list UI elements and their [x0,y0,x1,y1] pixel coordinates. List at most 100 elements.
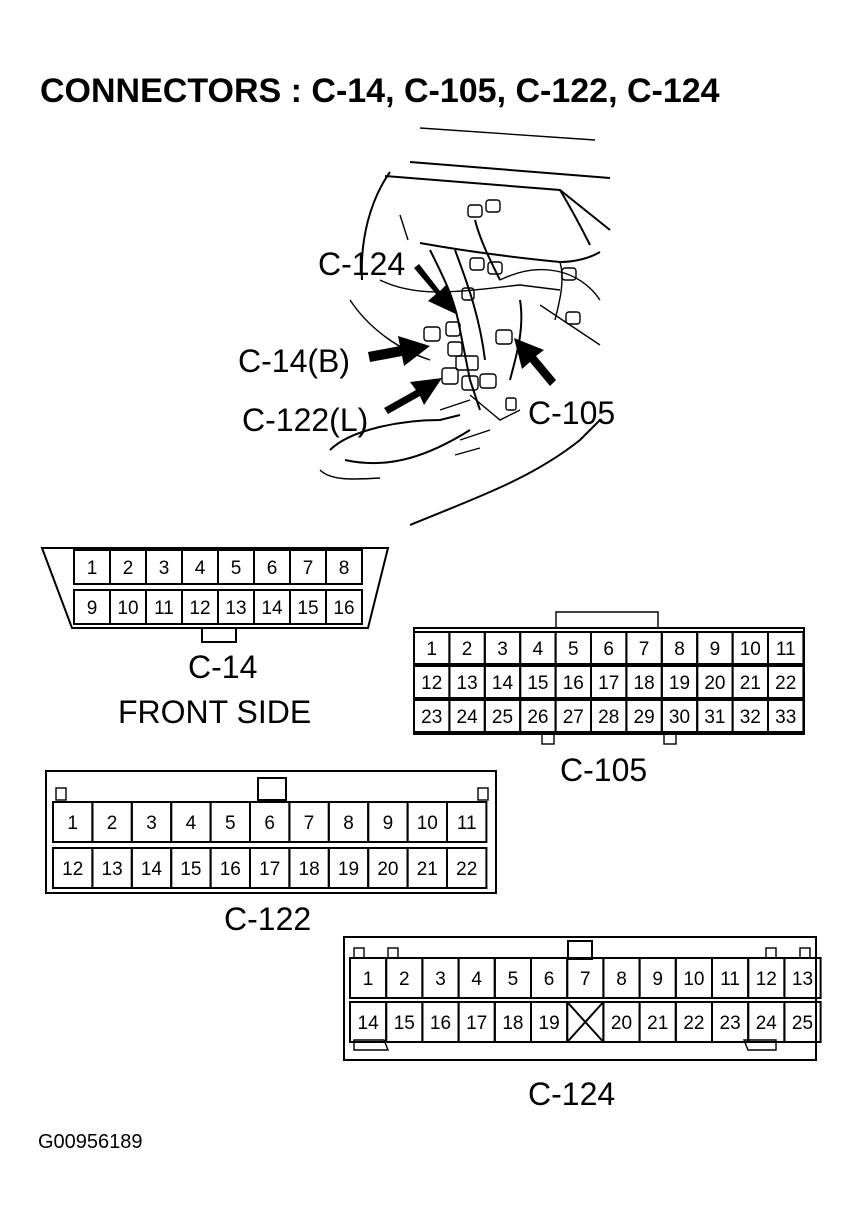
c124-pin-cell: 18 [493,1001,532,1043]
arrow-c122 [384,378,442,414]
c14-pin-cell: 9 [73,589,111,625]
c14-pin-label: 14 [261,598,283,619]
c105-pin-cell: 25 [483,699,522,733]
c124-pin-cell: 15 [385,1001,424,1043]
c122-pin-label: 11 [457,813,477,834]
c124-pin-label: 14 [358,1013,380,1034]
c124-pin-cell: 13 [783,957,822,999]
c105-pin-label: 30 [669,707,690,728]
c124-pin-label: 2 [399,969,410,990]
c124-pin-cell: 9 [638,957,677,999]
c122-pin-cell: 19 [327,847,370,889]
c105-pin-cell: 5 [554,631,592,665]
c122-pin-label: 7 [304,813,315,834]
c122-pin-label: 4 [186,813,197,834]
c14-pin-label: 11 [154,598,174,619]
c105-pin-cell: 21 [731,665,769,699]
c14-subtitle: FRONT SIDE [118,694,311,730]
c105-pin-cell: 32 [731,699,769,733]
figure-id: G00956189 [38,1131,143,1153]
c105-pin-label: 23 [421,707,442,728]
c124-pin-cell: 3 [421,957,460,999]
c105-pin-cell: 9 [696,631,734,665]
c105-pin-cell: 23 [413,699,451,733]
c14-pin-cell: 11 [145,589,183,625]
c122-pin-cell: 10 [406,801,449,843]
c105-pin-label: 24 [457,707,479,728]
c105-pin-label: 31 [704,707,725,728]
c122-pin-cell: 4 [170,801,212,843]
c14-pin-cell: 10 [109,589,147,625]
c105-pin-cell: 17 [590,665,628,699]
c124-pin-cell: 11 [711,957,750,999]
c105-pin-cell: 3 [483,631,522,665]
c124-pin-cell: 10 [674,957,713,999]
c105-pin-cell: 31 [696,699,734,733]
c14-pin-cell: 8 [325,549,363,585]
c14-pin-cell: 12 [181,589,219,625]
c105-pin-label: 14 [492,673,514,694]
c14-pin-cell: 2 [109,549,147,585]
c14-pin-cell: 13 [217,589,255,625]
c124-pin-label: 25 [792,1013,813,1034]
c14-pin-label: 13 [225,598,246,619]
c14-pin-label: 10 [117,598,138,619]
c122-pin-label: 6 [264,813,275,834]
c14-name: C-14 [188,649,257,685]
c105-pin-label: 13 [457,673,478,694]
c105-pin-label: 6 [603,639,614,660]
c124-pin-label: 22 [683,1013,704,1034]
c124-pin-label: 7 [580,969,591,990]
c122-pin-cell: 7 [288,801,330,843]
c122-pin-label: 14 [141,859,163,880]
c122-pin-label: 3 [146,813,157,834]
c105-pin-cell: 18 [625,665,663,699]
c122-pin-label: 18 [299,859,320,880]
c105-pin-cell: 12 [413,665,451,699]
c122-pin-cell: 14 [130,847,173,889]
c122-pin-label: 12 [62,859,83,880]
c124-blank-pin [566,1001,605,1043]
c122-pin-cell: 13 [91,847,133,889]
c122-pin-label: 17 [259,859,280,880]
c124-pin-label: 17 [466,1013,487,1034]
c122-pin-cell: 5 [209,801,252,843]
c122-pin-cell: 17 [249,847,291,889]
callout-c105: C-105 [528,395,615,431]
c105-pin-cell: 2 [448,631,486,665]
c124-pin-cell: 8 [602,957,641,999]
page-title: CONNECTORS : C-14, C-105, C-122, C-124 [40,72,720,110]
c124-pin-cell: 25 [783,1001,822,1043]
c105-pin-label: 32 [740,707,761,728]
c105-pin-label: 25 [492,707,513,728]
c124-pin-cell: 2 [385,957,424,999]
c124-pin-cell: 1 [349,957,388,999]
c14-pin-label: 15 [297,598,318,619]
c124-pin-label: 20 [611,1013,632,1034]
c124-pin-label: 3 [435,969,446,990]
callout-c124: C-124 [318,246,405,282]
c122-pin-cell: 21 [406,847,449,889]
c105-pin-cell: 24 [448,699,486,733]
c122-pin-cell: 16 [209,847,252,889]
c105-name: C-105 [560,752,647,788]
c122-pin-cell: 20 [367,847,409,889]
c105-pin-cell: 11 [767,631,805,665]
c105-pin-label: 19 [669,673,690,694]
c124-pin-cell: 4 [457,957,496,999]
c14-pin-cell: 15 [289,589,327,625]
c105-pin-label: 21 [740,673,761,694]
c122-pin-label: 13 [102,859,123,880]
c105-pin-cell: 7 [625,631,663,665]
c124-pin-label: 10 [683,969,704,990]
c105-pin-label: 26 [527,707,548,728]
c14-pin-label: 9 [87,598,98,619]
c105-pin-label: 20 [704,673,725,694]
c124-pin-cell: 5 [493,957,532,999]
c105-pin-label: 8 [674,639,685,660]
c105-pin-label: 33 [775,707,796,728]
arrow-c105 [514,338,556,386]
c122-pin-cell: 18 [288,847,330,889]
